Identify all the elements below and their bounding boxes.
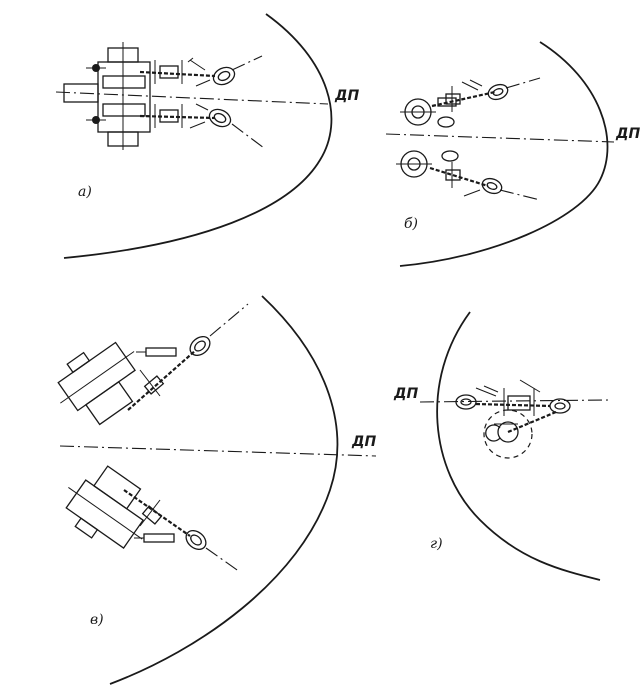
chain-b-upper bbox=[431, 90, 496, 108]
hawse-pipe-g-right bbox=[549, 398, 571, 414]
centerline-label-a: ДП bbox=[334, 88, 359, 104]
windlass-b-lower bbox=[396, 150, 459, 178]
hawse-pipe-a-upper bbox=[212, 66, 236, 86]
stopper-v-lower bbox=[139, 499, 163, 527]
stopper-b-upper bbox=[445, 86, 461, 112]
stopper-g bbox=[503, 388, 535, 416]
stopper-v-upper bbox=[139, 369, 165, 397]
panel-a: ДП а) bbox=[55, 13, 359, 259]
hawse-pipe-v-upper bbox=[189, 335, 211, 357]
hawse-pipe-b-upper bbox=[487, 83, 509, 101]
chain-a-lower bbox=[139, 114, 216, 120]
hull-outline-v bbox=[109, 295, 339, 685]
chain-v-upper bbox=[127, 349, 197, 411]
spare-anchor-v-upper bbox=[136, 347, 177, 357]
chain-a-upper bbox=[139, 70, 216, 78]
panel-label-a: а) bbox=[78, 184, 92, 200]
spare-anchor-v-lower bbox=[134, 533, 175, 543]
centerline-v bbox=[59, 445, 377, 457]
panel-label-g: г) bbox=[430, 536, 443, 552]
chain-b-lower bbox=[429, 166, 489, 188]
hawse-pipe-v-lower bbox=[185, 529, 207, 551]
hull-outline-b bbox=[399, 41, 609, 267]
centerline-label-g: ДП bbox=[393, 386, 418, 402]
stopper-b-lower bbox=[445, 162, 461, 188]
panel-v: ДП в) bbox=[57, 295, 377, 685]
panel-label-b: б) bbox=[404, 216, 418, 232]
centerline-label-b: ДП bbox=[615, 126, 640, 142]
windlass-v-lower bbox=[65, 465, 144, 549]
hawse-pipe-a-lower bbox=[208, 108, 232, 128]
chain-v-lower bbox=[123, 489, 191, 537]
centerline-a bbox=[55, 91, 329, 105]
windlass-a bbox=[63, 42, 151, 150]
panel-b: ДП б) bbox=[385, 41, 640, 267]
hawse-pipe-g-left bbox=[455, 394, 477, 410]
windlass-v-upper bbox=[57, 341, 136, 426]
panel-g: ДП г) bbox=[393, 311, 609, 581]
centerline-g bbox=[419, 399, 609, 403]
windlass-g bbox=[483, 409, 533, 459]
chain-g-main bbox=[475, 402, 551, 408]
chain-g-diagonal bbox=[507, 410, 557, 434]
windlass-b-upper bbox=[400, 97, 457, 128]
hawse-pipe-b-lower bbox=[481, 177, 503, 195]
panel-label-v: в) bbox=[90, 612, 104, 628]
hull-outline-a bbox=[63, 13, 333, 259]
hull-outline-g bbox=[436, 311, 601, 581]
centerline-label-v: ДП bbox=[351, 434, 376, 450]
centerline-b bbox=[385, 133, 615, 143]
